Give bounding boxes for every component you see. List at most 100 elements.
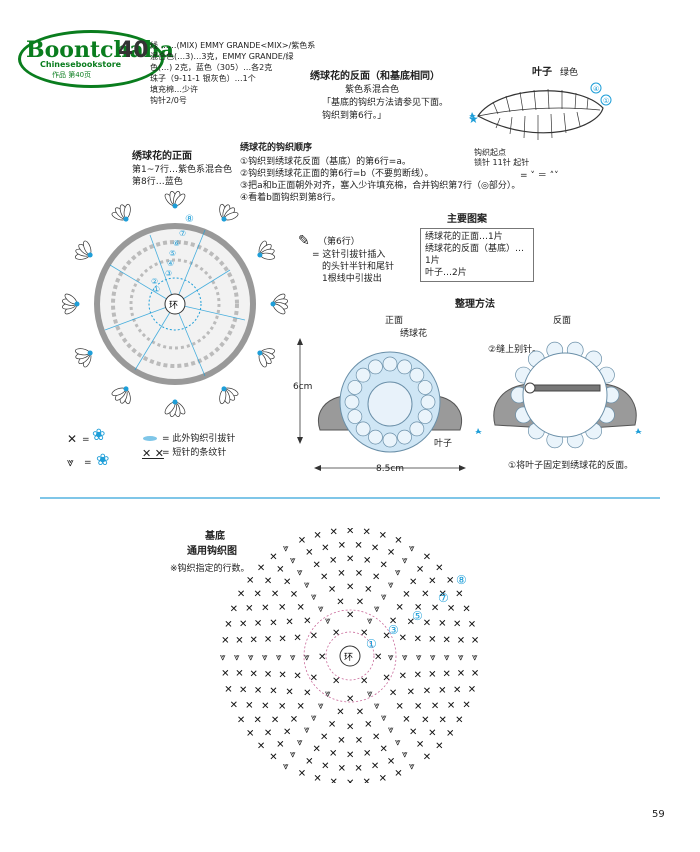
stitch-symbol: ✕ <box>346 722 354 733</box>
stitch-symbol: ⩔ <box>304 652 310 663</box>
stitch-symbol: ✕ <box>447 701 455 712</box>
stitch-symbol: ✕ <box>313 774 321 783</box>
stitch-symbol: ✕ <box>303 616 311 627</box>
legend-slip-outer: = 此外钩织引拔针 <box>162 433 235 445</box>
stitch-symbol: ✕ <box>360 676 368 687</box>
slip-desc-1: = 这针引拔针插入 <box>312 249 385 261</box>
stitch-symbol: ✕ <box>364 584 372 595</box>
petal-motif <box>219 204 239 222</box>
stitch-symbol: ✕ <box>264 728 272 739</box>
stitch-symbol: ✕ <box>402 714 410 725</box>
stitch-symbol: ✕ <box>364 720 372 731</box>
stitch-symbol: ✕ <box>330 528 338 538</box>
front-row-marker: ⑦ <box>179 229 186 238</box>
stitch-symbol: ⩔ <box>444 652 450 663</box>
stitch-symbol: ✕ <box>264 635 272 646</box>
legend-symbol-x-icon: ✕ <box>67 432 77 446</box>
stitch-symbol: ⩔ <box>472 652 478 663</box>
base-row-marker: ⑦ <box>438 591 449 605</box>
stitch-symbol: ✕ <box>428 669 436 680</box>
stitch-symbol: ✕ <box>235 635 243 646</box>
stitch-symbol: ✕ <box>457 635 465 646</box>
stitch-symbol: ✕ <box>271 589 279 600</box>
legend-eq-1: = <box>82 434 90 446</box>
main-pattern-box: 绣球花的正面…1片 绣球花的反面（基底）…1片 叶子…2片 <box>420 228 534 282</box>
stitch-symbol: ✕ <box>354 540 362 551</box>
material-line: 线 ……(MIX) EMMY GRANDE<MIX>/紫色系 <box>150 40 315 51</box>
stitch-symbol: ⩔ <box>290 749 296 760</box>
stitch-symbol: ✕ <box>371 761 379 772</box>
stitch-symbol: ✕ <box>329 555 337 566</box>
stitch-symbol: ✕ <box>446 729 454 740</box>
stitch-symbol: ✕ <box>278 634 286 645</box>
finishing-title: 整理方法 <box>455 298 495 311</box>
stitch-symbol: ⩔ <box>402 749 408 760</box>
material-line: 钩针2/0号 <box>150 95 315 106</box>
stitch-symbol: ✕ <box>221 636 229 647</box>
stitch-symbol: ✕ <box>221 668 229 679</box>
flower-bud <box>410 368 424 382</box>
stitch-symbol: ✕ <box>321 761 329 772</box>
stitch-symbol: ✕ <box>318 652 326 663</box>
legend-eq-2: = <box>84 457 92 469</box>
main-pattern-item: 绣球花的正面…1片 <box>425 231 529 243</box>
stitch-symbol: ✕ <box>447 603 455 614</box>
stitch-symbol: ✕ <box>285 687 293 698</box>
flower-bud <box>410 422 424 436</box>
stitch-symbol: ✕ <box>278 701 286 712</box>
stitch-symbol: ✕ <box>431 701 439 712</box>
flower-bud <box>398 430 412 444</box>
stitch-symbol: ✕ <box>346 528 354 537</box>
stitch-symbol: ✕ <box>293 671 301 682</box>
stitch-symbol: ✕ <box>394 768 402 779</box>
stitch-symbol: ✕ <box>264 669 272 680</box>
stitch-symbol: ✕ <box>379 530 387 541</box>
slip-row: （第6行） <box>318 236 360 248</box>
stitch-symbol: ✕ <box>471 636 479 647</box>
stitch-symbol: ✕ <box>471 668 479 679</box>
stitch-symbol: ✕ <box>355 568 363 579</box>
stitch-symbol: ✕ <box>278 670 286 681</box>
base-row-marker: ③ <box>388 623 399 637</box>
stitch-symbol: ✕ <box>261 603 269 614</box>
stitch-symbol: ✕ <box>435 563 443 574</box>
base-row-marker: ⑧ <box>456 573 467 587</box>
stitch-symbol: ✕ <box>337 736 345 747</box>
stitch-symbol: ✕ <box>330 777 338 783</box>
stitch-symbol: ✕ <box>269 686 277 697</box>
front-row-marker: ⑤ <box>169 249 176 258</box>
stitch-symbol: ✕ <box>328 584 336 595</box>
leaf-stitch-equation: = ˅ ＝ ˄˅ <box>520 170 559 182</box>
stitch-symbol: ✕ <box>423 618 431 629</box>
stitch-symbol: ⩔ <box>402 652 408 663</box>
order-step: ②钩织到绣球花正面的第6行=b（不要剪断线）。 <box>240 168 434 180</box>
page-number: 59 <box>652 808 665 821</box>
stitch-symbol: ✕ <box>293 633 301 644</box>
stitch-symbol: ✕ <box>253 715 261 726</box>
stitch-symbol: ✕ <box>246 575 254 586</box>
stitch-symbol: ✕ <box>336 597 344 608</box>
stitch-symbol: ✕ <box>455 589 463 600</box>
main-pattern-title: 主要图案 <box>447 213 487 226</box>
front-row-marker: ⑥ <box>173 239 180 248</box>
stitch-symbol: ⩔ <box>318 604 324 615</box>
stitch-symbol: ⩔ <box>248 652 254 663</box>
stitch-symbol: ⩔ <box>276 652 282 663</box>
stitch-symbol: ⩔ <box>304 725 310 736</box>
stitch-symbol: ✕ <box>329 749 337 760</box>
stitch-symbol: ✕ <box>239 619 247 630</box>
stitch-symbol: ✕ <box>402 590 410 601</box>
svg-text:④: ④ <box>593 85 599 93</box>
stitch-symbol: ✕ <box>328 720 336 731</box>
stitch-symbol: ✕ <box>257 741 265 752</box>
base-row-marker: ⑤ <box>412 609 423 623</box>
stitch-symbol: ✕ <box>297 603 305 614</box>
base-chart: ✕ ✕ ✕ ✕ ✕ ✕ ⩔ ✕ ⩔ ✕ ⩔ ✕ ⩔ ✕ ⩔ ✕ ⩔ ✕ ⩔ ✕ ✕ ⩔ ✕ ✕ ⩔ ✕ ✕ ⩔ ✕ ✕ ⩔ ✕ ✕ ⩔ ✕ ✕ ⩔ ✕ ✕ ✕… <box>220 528 490 783</box>
stitch-symbol: ✕ <box>435 741 443 752</box>
flower-bud <box>418 410 432 424</box>
stitch-symbol: ⩔ <box>416 652 422 663</box>
main-pattern-item: 叶子…2片 <box>425 267 529 279</box>
stitch-symbol: ✕ <box>269 552 277 563</box>
stitch-symbol: ⩔ <box>430 652 436 663</box>
stitch-symbol: ⩔ <box>290 652 296 663</box>
